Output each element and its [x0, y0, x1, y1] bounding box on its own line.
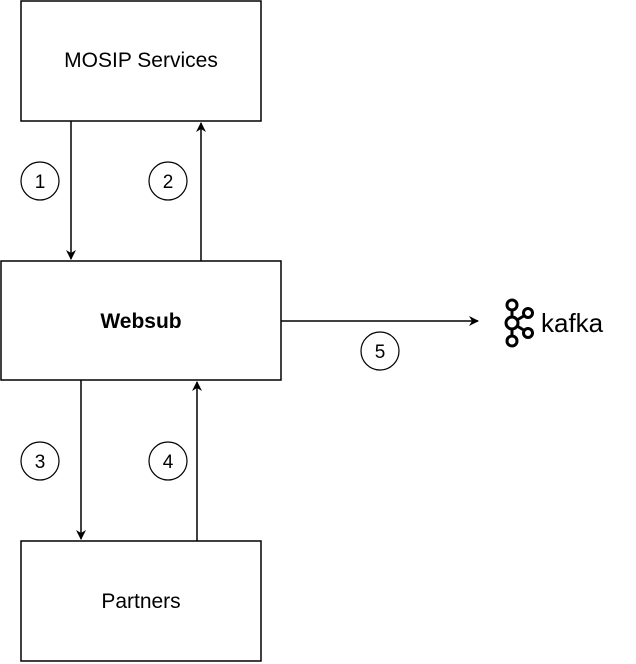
websub-label: Websub: [100, 310, 181, 333]
mosip-services-label: MOSIP Services: [64, 49, 218, 72]
mosip-services-node: MOSIP Services: [20, 0, 262, 122]
step-4-marker: 4: [148, 441, 188, 481]
step-5-marker: 5: [360, 331, 400, 371]
step-1-marker: 1: [20, 161, 60, 201]
step-3-label: 3: [35, 452, 46, 473]
kafka-logo-icon: [504, 298, 534, 348]
websub-node: Websub: [0, 260, 282, 381]
step-4-label: 4: [163, 452, 174, 473]
kafka-logo: kafka: [504, 298, 604, 348]
partners-node: Partners: [20, 540, 262, 662]
kafka-label: kafka: [541, 308, 604, 338]
step-3-marker: 3: [20, 441, 60, 481]
step-1-label: 1: [35, 172, 46, 193]
partners-label: Partners: [101, 590, 180, 613]
step-2-label: 2: [163, 172, 174, 193]
step-2-marker: 2: [148, 161, 188, 201]
step-5-label: 5: [375, 342, 386, 363]
